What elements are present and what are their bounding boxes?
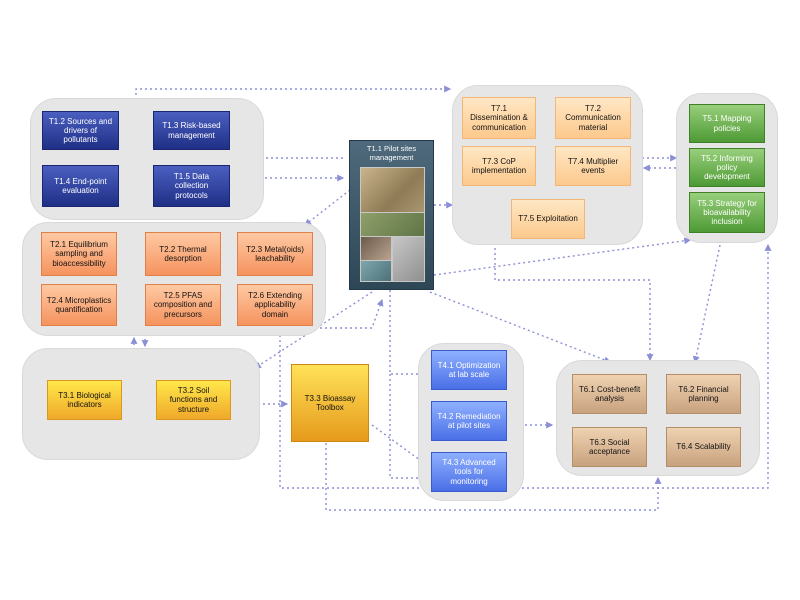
task-t2-5[interactable]: T2.5 PFAS composition and precursors [145, 284, 221, 326]
pilot-photo-field [360, 167, 425, 213]
task-t3-3[interactable]: T3.3 Bioassay Toolbox [291, 364, 369, 442]
task-t6-2[interactable]: T6.2 Financial planning [666, 374, 741, 414]
task-t2-2[interactable]: T2.2 Thermal desorption [145, 232, 221, 276]
task-t1-2[interactable]: T1.2 Sources and drivers of pollutants [42, 111, 119, 150]
task-t2-3[interactable]: T2.3 Metal(oids) leachability [237, 232, 313, 276]
task-t1-1[interactable]: T1.1 Pilot sites management [349, 140, 434, 290]
task-t1-4[interactable]: T1.4 End-point evaluation [42, 165, 119, 207]
task-t1-3[interactable]: T1.3 Risk-based management [153, 111, 230, 150]
task-t7-3[interactable]: T7.3 CoP implementation [462, 146, 536, 186]
task-t7-4[interactable]: T7.4 Multiplier events [555, 146, 631, 186]
task-t2-4[interactable]: T2.4 Microplastics quantification [41, 284, 117, 326]
task-t4-2[interactable]: T4.2 Remediation at pilot sites [431, 401, 507, 441]
task-t1-5[interactable]: T1.5 Data collection protocols [153, 165, 230, 207]
task-t5-1[interactable]: T5.1 Mapping policies [689, 104, 765, 143]
task-t4-1[interactable]: T4.1 Optimization at lab scale [431, 350, 507, 390]
task-t2-1[interactable]: T2.1 Equilibrium sampling and bioaccessi… [41, 232, 117, 276]
task-t3-1[interactable]: T3.1 Biological indicators [47, 380, 122, 420]
task-t2-6[interactable]: T2.6 Extending applicability domain [237, 284, 313, 326]
pilot-photo-sampling [392, 236, 425, 282]
task-t7-2[interactable]: T7.2 Communication material [555, 97, 631, 139]
task-t6-3[interactable]: T6.3 Social acceptance [572, 427, 647, 467]
pilot-photo-site [360, 260, 392, 282]
task-t7-1[interactable]: T7.1 Dissemination & communication [462, 97, 536, 139]
task-t3-2[interactable]: T3.2 Soil functions and structure [156, 380, 231, 420]
pilot-photo-equipment [360, 236, 392, 261]
task-t4-3[interactable]: T4.3 Advanced tools for monitoring [431, 452, 507, 492]
task-t5-3[interactable]: T5.3 Strategy for bioavailability inclus… [689, 192, 765, 233]
task-t5-2[interactable]: T5.2 Informing policy development [689, 148, 765, 187]
pilot-photo-grass [360, 212, 425, 237]
task-t1-1-label: T1.1 Pilot sites management [366, 144, 417, 162]
task-t6-4[interactable]: T6.4 Scalability [666, 427, 741, 467]
task-t7-5[interactable]: T7.5 Exploitation [511, 199, 585, 239]
task-t6-1[interactable]: T6.1 Cost-benefit analysis [572, 374, 647, 414]
